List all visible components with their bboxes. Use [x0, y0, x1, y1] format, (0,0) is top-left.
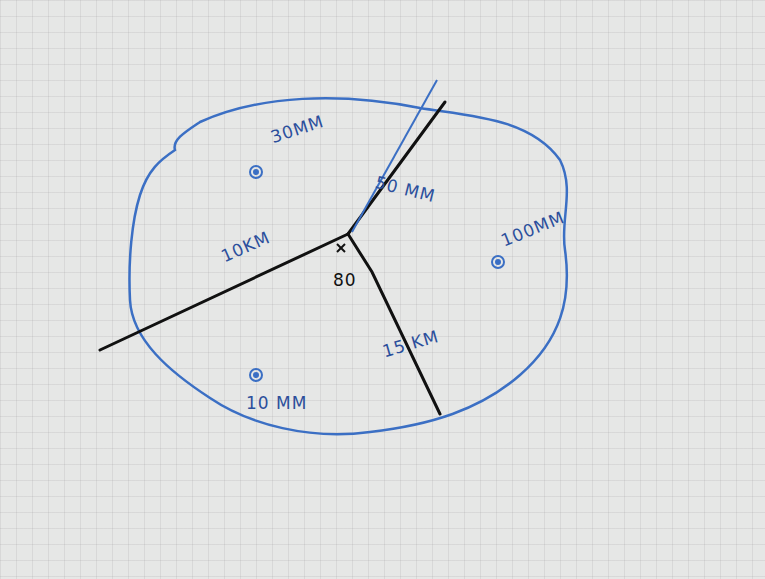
map-label: 80: [333, 270, 357, 290]
catchment-boundary: [129, 98, 566, 434]
map-label: 100MM: [498, 207, 567, 251]
x-mark: [337, 244, 345, 252]
map-label: 10 MM: [246, 393, 307, 413]
map-label: 50 MM: [373, 172, 437, 206]
division-lines: [100, 102, 445, 414]
map-label: 30MM: [268, 111, 326, 147]
rain-gauge-stations: [250, 166, 504, 381]
map-label: 10KM: [218, 227, 273, 266]
sketch-line: [352, 80, 437, 232]
